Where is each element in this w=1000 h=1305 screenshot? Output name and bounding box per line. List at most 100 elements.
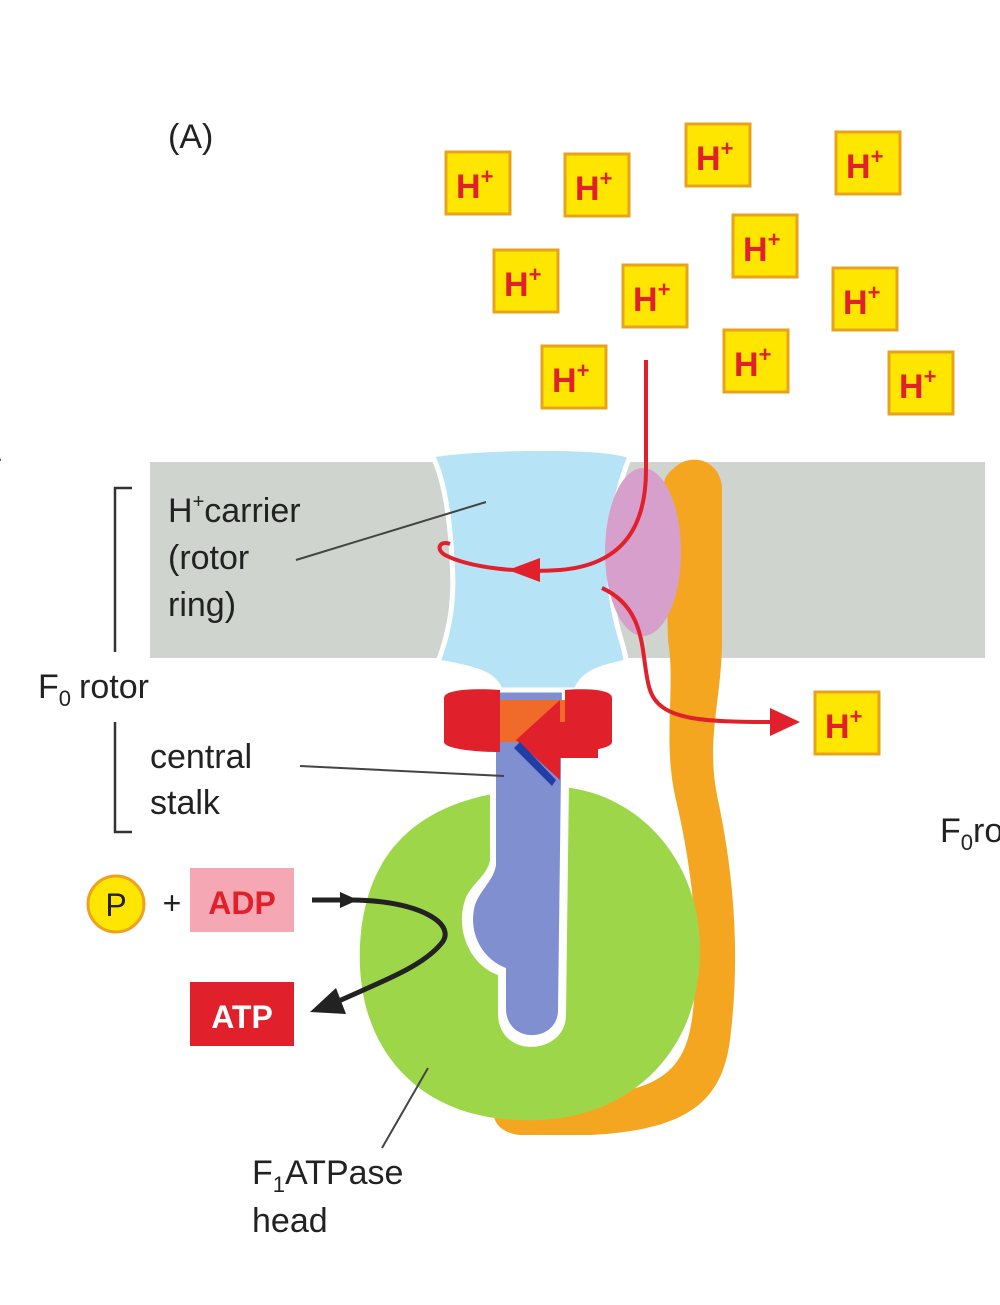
stator-contact: [605, 468, 681, 636]
f0-label-base: F: [38, 668, 59, 706]
proton-label-charge: +: [850, 704, 863, 729]
phosphate-label: P: [105, 887, 126, 923]
stalk-leader: [299, 765, 505, 777]
adp-box: [190, 868, 294, 932]
proton-path-out-head: [770, 708, 800, 736]
carrier-label-base: H: [168, 492, 193, 530]
proton-box-bg: [834, 130, 902, 196]
carrier-label: H+carrier: [168, 491, 301, 530]
atp-label: ATP: [211, 999, 273, 1035]
proton-group: H+H+H+H+H+H+H+H+H+H+H+H+: [444, 122, 955, 756]
proton-box-bg: [563, 152, 631, 218]
carrier-leader: [295, 501, 487, 561]
proton-label: H+: [456, 164, 493, 206]
carrier-label-sup: +: [193, 491, 205, 513]
proton-label: H+: [843, 280, 880, 322]
f0-bracket-bottom: [113, 722, 132, 834]
stalk-label-line1: central: [150, 738, 252, 776]
adp-label: ADP: [208, 885, 276, 921]
proton-label: H+: [552, 358, 589, 400]
proton-box: H+: [722, 328, 790, 394]
proton-box: H+: [831, 266, 899, 332]
proton-label-base: H: [456, 168, 481, 206]
proton-label-base: H: [504, 266, 529, 304]
proton-label-charge: +: [868, 280, 881, 305]
proton-box-bg: [722, 328, 790, 394]
f1-leader: [381, 1067, 429, 1149]
proton-label-charge: +: [768, 227, 781, 252]
proton-label: H+: [734, 342, 771, 384]
rotation-band-left: [444, 689, 500, 752]
proton-box-bg: [731, 213, 799, 279]
stator-arm: [493, 459, 736, 1135]
stalk-label-line2: stalk: [150, 784, 221, 822]
proton-label: H+: [504, 262, 541, 304]
proton-box: H+: [684, 122, 752, 188]
proton-label: H+: [696, 136, 733, 178]
reaction-arrow: [312, 897, 448, 1008]
proton-label-charge: +: [481, 164, 494, 189]
proton-label-charge: +: [658, 277, 671, 302]
proton-box-bg: [684, 122, 752, 188]
proton-label-charge: +: [529, 262, 542, 287]
proton-label-base: H: [575, 170, 600, 208]
cut-right-text: ro: [973, 812, 1000, 850]
proton-label: H+: [846, 144, 883, 186]
proton-path-out: [601, 586, 776, 724]
proton-label-base: H: [843, 284, 868, 322]
proton-label-charge: +: [721, 136, 734, 161]
cut-right-label: F0ro: [940, 812, 1000, 855]
proton-box-bg: [831, 266, 899, 332]
proton-box-bg: [444, 150, 512, 216]
proton-label-charge: +: [600, 166, 613, 191]
f0-label-sub: 0: [59, 686, 71, 711]
carrier-label-text: carrier: [204, 492, 300, 530]
central-stalk: [473, 690, 562, 1036]
atp-box: [190, 982, 294, 1046]
rotation-arrow: [516, 700, 598, 780]
proton-label: H+: [633, 277, 670, 319]
f1-label-line2: head: [252, 1202, 328, 1240]
proton-label: H+: [825, 704, 862, 746]
cut-right-base: F: [940, 812, 961, 850]
proton-label-base: H: [552, 362, 577, 400]
proton-box: H+: [444, 150, 512, 216]
proton-box-bg: [540, 344, 608, 410]
proton-box: H+: [887, 350, 955, 416]
proton-box-bg: [621, 263, 689, 329]
f0-rotor-label: F0 rotor: [38, 668, 149, 711]
proton-box-bg: [492, 248, 560, 314]
edge-mark: ·: [0, 446, 3, 471]
proton-label-base: H: [734, 346, 759, 384]
proton-label-charge: +: [871, 144, 884, 169]
reaction-arrow-head: [310, 988, 346, 1014]
proton-label: H+: [743, 227, 780, 269]
proton-label-base: H: [696, 140, 721, 178]
proton-label-base: H: [743, 231, 768, 269]
f1-label-base: F: [252, 1154, 273, 1192]
carrier-label-line3: ring): [168, 586, 236, 624]
proton-box: H+: [492, 248, 560, 314]
proton-box: H+: [621, 263, 689, 329]
proton-box-bg: [813, 690, 881, 756]
cut-right-sub: 0: [961, 830, 973, 855]
f1-label-sub: 1: [273, 1172, 285, 1197]
f0-label-text: rotor: [79, 668, 149, 706]
rotation-arrow-shadow: [514, 742, 556, 786]
proton-label-base: H: [899, 368, 924, 406]
proton-label: H+: [899, 364, 936, 406]
proton-label-charge: +: [924, 364, 937, 389]
f1-label: F1ATPase: [252, 1154, 403, 1197]
f1-label-text: ATPase: [285, 1154, 403, 1192]
proton-path-in-head: [508, 558, 540, 582]
proton-label-base: H: [825, 708, 850, 746]
phosphate-circle: [86, 874, 146, 934]
proton-box: H+: [563, 152, 631, 218]
proton-label: H+: [575, 166, 612, 208]
proton-box: H+: [731, 213, 799, 279]
proton-box-bg: [887, 350, 955, 416]
proton-box: H+: [540, 344, 608, 410]
proton-label-base: H: [846, 148, 871, 186]
proton-label-base: H: [633, 281, 658, 319]
